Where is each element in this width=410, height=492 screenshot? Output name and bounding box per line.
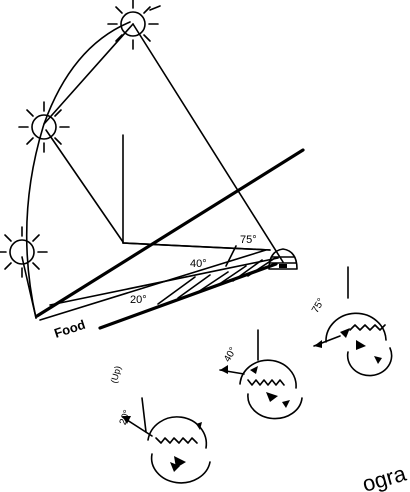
up-label: (Up) <box>109 365 123 384</box>
sun-arrow-tick <box>150 6 160 10</box>
caption-fragment: ogra <box>359 460 409 492</box>
dance-angle-75-label: 75° <box>310 297 327 316</box>
bee-icon <box>266 392 278 402</box>
bee-dance-20: (Up) 20° <box>109 365 210 483</box>
bee-dance-75: 75° <box>310 267 392 376</box>
bee-dance-40: 40° <box>220 330 302 419</box>
angle-label-75: 75° <box>240 234 257 246</box>
bee-icon <box>174 456 186 468</box>
dance-angle-40-label: 40° <box>222 346 239 365</box>
angle-fan-lines <box>40 243 278 320</box>
angle-label-40: 40° <box>190 258 207 270</box>
sun-icon <box>0 227 47 277</box>
sun-icon <box>19 102 69 152</box>
angle-label-20: 20° <box>130 294 147 306</box>
sun-path-arc <box>27 22 130 318</box>
food-label: Food <box>52 317 87 341</box>
bee-icon <box>356 340 366 350</box>
